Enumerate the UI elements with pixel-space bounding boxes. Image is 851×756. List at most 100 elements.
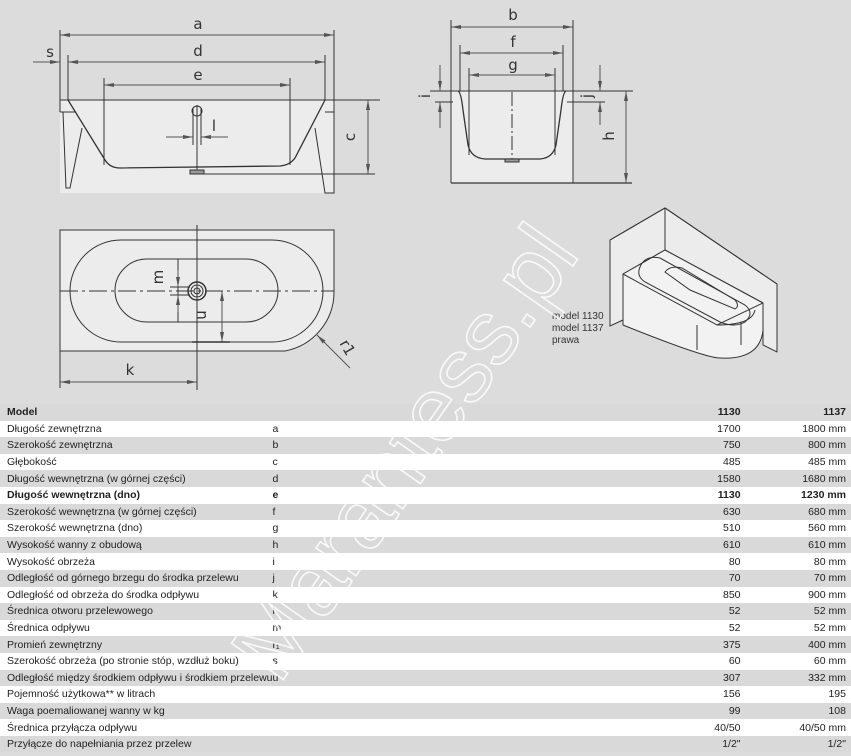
row-value-1130: 630 [472,503,741,521]
row-value-1130: 1580 [472,470,741,487]
row-label: Pojemność użytkowa** w litrach [0,686,273,703]
row-symbol: c [272,453,473,471]
row-label: Długość zewnętrzna [0,420,273,438]
row-label: Średnica otworu przelewowego [0,603,273,620]
row-value-1137: 70 mm [740,569,851,587]
dim-label-g: g [508,56,518,74]
row-value-1137: 195 [740,686,851,703]
row-symbol [272,719,473,736]
row-label: Szerokość wewnętrzna (w górnej części) [0,503,273,521]
dim-label-m: m [149,270,167,285]
row-value-1137: 1/2" [740,735,851,753]
technical-drawings: a d e s l c b f g i j h m u k r1 model 1… [33,6,778,390]
row-symbol: e [272,486,473,504]
row-value-1137: 80 mm [740,553,851,570]
row-label: Odległość od obrzeża do środka odpływu [0,586,273,604]
dim-label-s: s [46,43,54,61]
side-view [33,30,380,194]
row-value-1137: 1680 mm [740,470,851,487]
row-value-1130: 60 [472,652,741,670]
row-value-1137: 1230 mm [740,486,851,504]
row-value-1137: 900 mm [740,586,851,604]
row-symbol [272,735,473,753]
row-symbol [272,702,473,720]
dim-label-a: a [193,15,202,33]
row-symbol: u [272,669,473,687]
row-value-1137: 800 mm [740,437,851,454]
end-view [430,20,633,184]
table-row: Odległość między środkiem odpływu i środ… [0,669,851,687]
table-row: Odległość od górnego brzegu do środka pr… [0,569,851,587]
row-label: Głębokość [0,453,273,471]
dim-label-k: k [126,361,135,379]
row-value-1137: 60 mm [740,652,851,670]
row-symbol: m [272,619,473,637]
row-value-1137: 52 mm [740,619,851,637]
dim-label-d: d [193,42,203,60]
row-value-1130: 307 [472,669,741,687]
row-label: Długość wewnętrzna (dno) [0,486,273,504]
row-label: Waga poemaliowanej wanny w kg [0,702,273,720]
dim-label-r1: r1 [336,336,359,359]
row-symbol: a [272,420,473,438]
dim-label-j: j [578,94,596,99]
row-symbol: f [272,503,473,521]
row-symbol: l [272,603,473,620]
row-value-1137: 400 mm [740,636,851,653]
row-value-1130: 1/2" [472,735,741,753]
row-value-1130: 850 [472,586,741,604]
row-label: Szerokość obrzeża (po stronie stóp, wzdł… [0,652,273,670]
row-symbol: r₁ [272,636,473,653]
table-row: Szerokość obrzeża (po stronie stóp, wzdł… [0,652,851,670]
row-value-1137: 1800 mm [740,420,851,438]
row-value-1130: 610 [472,536,741,554]
dim-label-c: c [341,133,359,141]
row-value-1130: 40/50 [472,719,741,736]
row-label: Odległość między środkiem odpływu i środ… [0,669,273,687]
row-value-1137: 40/50 mm [740,719,851,736]
iso-caption-line-3: prawa [552,335,580,346]
row-symbol: b [272,437,473,454]
dim-label-f: f [510,33,516,51]
plan-view [59,225,351,390]
row-label: Szerokość wewnętrzna (dno) [0,520,273,537]
dim-label-i: i [416,94,434,98]
row-symbol: h [272,536,473,554]
row-label: Przyłącze do napełniania przez przelew [0,735,273,753]
row-symbol: k [272,586,473,604]
table-row: Przyłącze do napełniania przez przelew 1/… [0,735,851,753]
row-label: Długość wewnętrzna (w górnej części) [0,470,273,487]
dim-label-h: h [600,131,618,141]
row-value-1130: 52 [472,603,741,620]
row-value-1137: 332 mm [740,669,851,687]
dim-label-l: l [212,117,216,135]
dim-label-b: b [508,6,518,24]
row-label: Odległość od górnego brzegu do środka pr… [0,569,273,587]
row-value-1130: 1700 [472,420,741,438]
row-value-1137: 680 mm [740,503,851,521]
dim-label-e: e [193,66,202,84]
dim-label-u: u [192,310,210,320]
iso-caption-line-2: model 1137 [552,323,604,334]
row-label: Średnica przyłącza odpływu [0,719,273,736]
row-label: Szerokość zewnętrzna [0,437,273,454]
row-value-1130: 52 [472,619,741,637]
row-value-1137: 610 mm [740,536,851,554]
row-value-1130: 1130 [472,486,741,504]
